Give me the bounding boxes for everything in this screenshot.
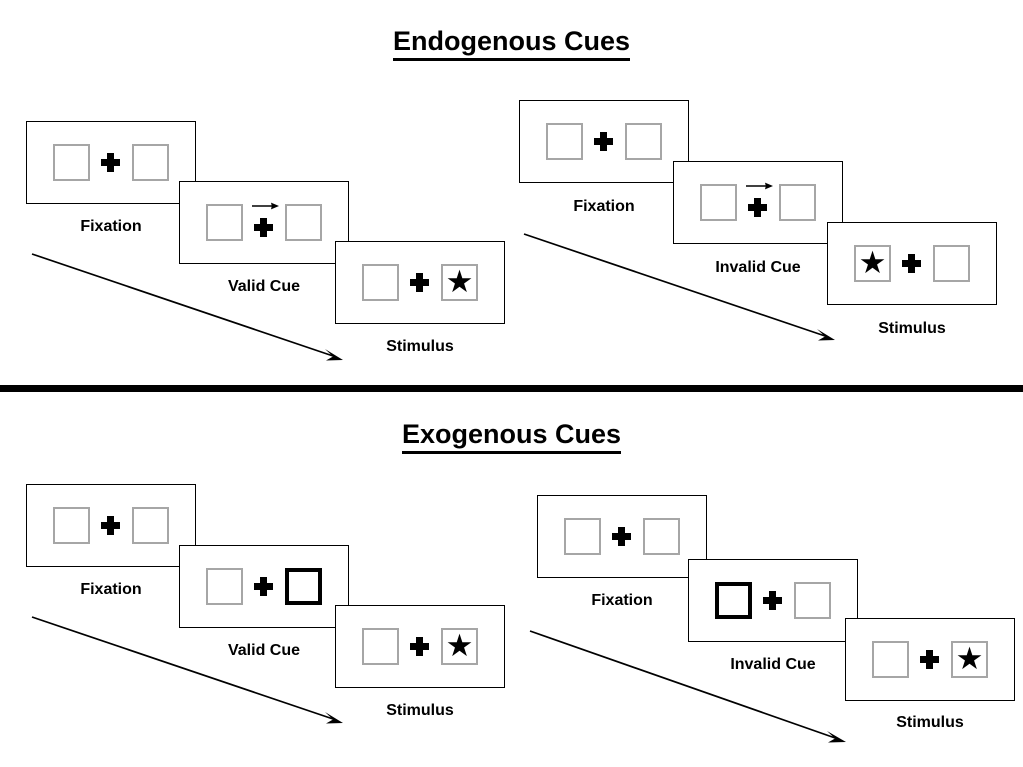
box-right (933, 245, 970, 282)
frame-content (180, 546, 348, 627)
box-left (872, 641, 909, 678)
section-title-exogenous: Exogenous Cues (0, 419, 1023, 454)
frame-label-exogenous-valid-fixation: Fixation (80, 581, 142, 598)
frame-content (520, 101, 688, 182)
box-right (643, 518, 680, 555)
box-right (285, 204, 322, 241)
frame-exogenous-valid-stimulus: ★ (335, 605, 505, 688)
cross-bar-vertical (107, 516, 114, 535)
frame-content (538, 496, 706, 577)
fixation-cross-icon (410, 628, 430, 665)
frame-label-exogenous-invalid-stimulus: Stimulus (896, 714, 964, 731)
section-title-endogenous: Endogenous Cues (0, 26, 1023, 61)
frame-exogenous-invalid-cue (688, 559, 858, 642)
fixation-cross-icon (612, 518, 632, 555)
frame-content (689, 560, 857, 641)
cross-bar-vertical (908, 254, 915, 273)
frame-label-endogenous-invalid-fixation: Fixation (573, 198, 635, 215)
frame-endogenous-invalid-stimulus: ★ (827, 222, 997, 305)
cross-bar-vertical (600, 132, 607, 151)
frame-label-exogenous-valid-stimulus: Stimulus (386, 702, 454, 719)
frame-endogenous-valid-fixation (26, 121, 196, 204)
box-left (546, 123, 583, 160)
cross-bar-vertical (416, 273, 423, 292)
box-left (362, 628, 399, 665)
cross-bar-vertical (260, 218, 267, 237)
frame-content (27, 485, 195, 566)
box-left (53, 507, 90, 544)
fixation-cross-icon (254, 568, 274, 605)
frame-endogenous-invalid-cue (673, 161, 843, 244)
fixation-cross-icon (252, 202, 279, 241)
frame-label-endogenous-valid-cue: Valid Cue (227, 278, 301, 295)
box-right: ★ (951, 641, 988, 678)
frame-exogenous-valid-fixation (26, 484, 196, 567)
box-right: ★ (441, 628, 478, 665)
frame-content: ★ (336, 242, 504, 323)
cross-bar-vertical (769, 591, 776, 610)
box-right-cued (285, 568, 322, 605)
box-left (206, 568, 243, 605)
fixation-cross-icon (594, 123, 614, 160)
cross-bar-vertical (926, 650, 933, 669)
box-right (625, 123, 662, 160)
frame-endogenous-valid-stimulus: ★ (335, 241, 505, 324)
frame-label-endogenous-invalid-stimulus: Stimulus (878, 320, 946, 337)
frame-content (674, 162, 842, 243)
box-left (700, 184, 737, 221)
frame-exogenous-invalid-fixation (537, 495, 707, 578)
time-arrow-endogenous-valid (31, 253, 343, 361)
frame-label-endogenous-valid-fixation: Fixation (80, 218, 142, 235)
box-left (362, 264, 399, 301)
fixation-cross-icon (920, 641, 940, 678)
box-left (53, 144, 90, 181)
section-title-exogenous-text: Exogenous Cues (401, 419, 622, 454)
cross-bar-vertical (260, 577, 267, 596)
star-icon: ★ (445, 628, 474, 663)
section-divider (0, 385, 1023, 392)
frame-label-endogenous-valid-stimulus: Stimulus (386, 338, 454, 355)
frame-label-exogenous-invalid-fixation: Fixation (591, 592, 653, 609)
fixation-cross-icon (101, 507, 121, 544)
cross-bar-vertical (107, 153, 114, 172)
frame-content: ★ (336, 606, 504, 687)
section-title-endogenous-text: Endogenous Cues (392, 26, 630, 61)
box-left-cued (715, 582, 752, 619)
box-right (132, 507, 169, 544)
frame-endogenous-invalid-fixation (519, 100, 689, 183)
time-arrow-exogenous-invalid (529, 630, 846, 743)
box-left (206, 204, 243, 241)
frame-content: ★ (846, 619, 1014, 700)
time-arrow-endogenous-invalid (523, 233, 835, 341)
box-right (779, 184, 816, 221)
cross-bar-vertical (416, 637, 423, 656)
box-left (564, 518, 601, 555)
box-left: ★ (854, 245, 891, 282)
star-icon: ★ (858, 245, 887, 280)
time-arrow-exogenous-valid (31, 616, 343, 724)
cross-bar-vertical (754, 198, 761, 217)
box-right: ★ (441, 264, 478, 301)
fixation-cross-icon (101, 144, 121, 181)
box-right (132, 144, 169, 181)
frame-label-exogenous-invalid-cue: Invalid Cue (730, 656, 816, 673)
cue-arrow-right-icon (746, 182, 773, 190)
frame-content: ★ (828, 223, 996, 304)
frame-content (180, 182, 348, 263)
frame-label-endogenous-invalid-cue: Invalid Cue (715, 259, 801, 276)
star-icon: ★ (445, 264, 474, 299)
fixation-cross-icon (763, 582, 783, 619)
fixation-cross-icon (410, 264, 430, 301)
fixation-cross-icon (746, 182, 773, 221)
frame-content (27, 122, 195, 203)
frame-endogenous-valid-cue (179, 181, 349, 264)
frame-label-exogenous-valid-cue: Valid Cue (227, 642, 301, 659)
frame-exogenous-invalid-stimulus: ★ (845, 618, 1015, 701)
box-right (794, 582, 831, 619)
cue-arrow-right-icon (252, 202, 279, 210)
frame-exogenous-valid-cue (179, 545, 349, 628)
cross-bar-vertical (618, 527, 625, 546)
fixation-cross-icon (902, 245, 922, 282)
star-icon: ★ (955, 641, 984, 676)
